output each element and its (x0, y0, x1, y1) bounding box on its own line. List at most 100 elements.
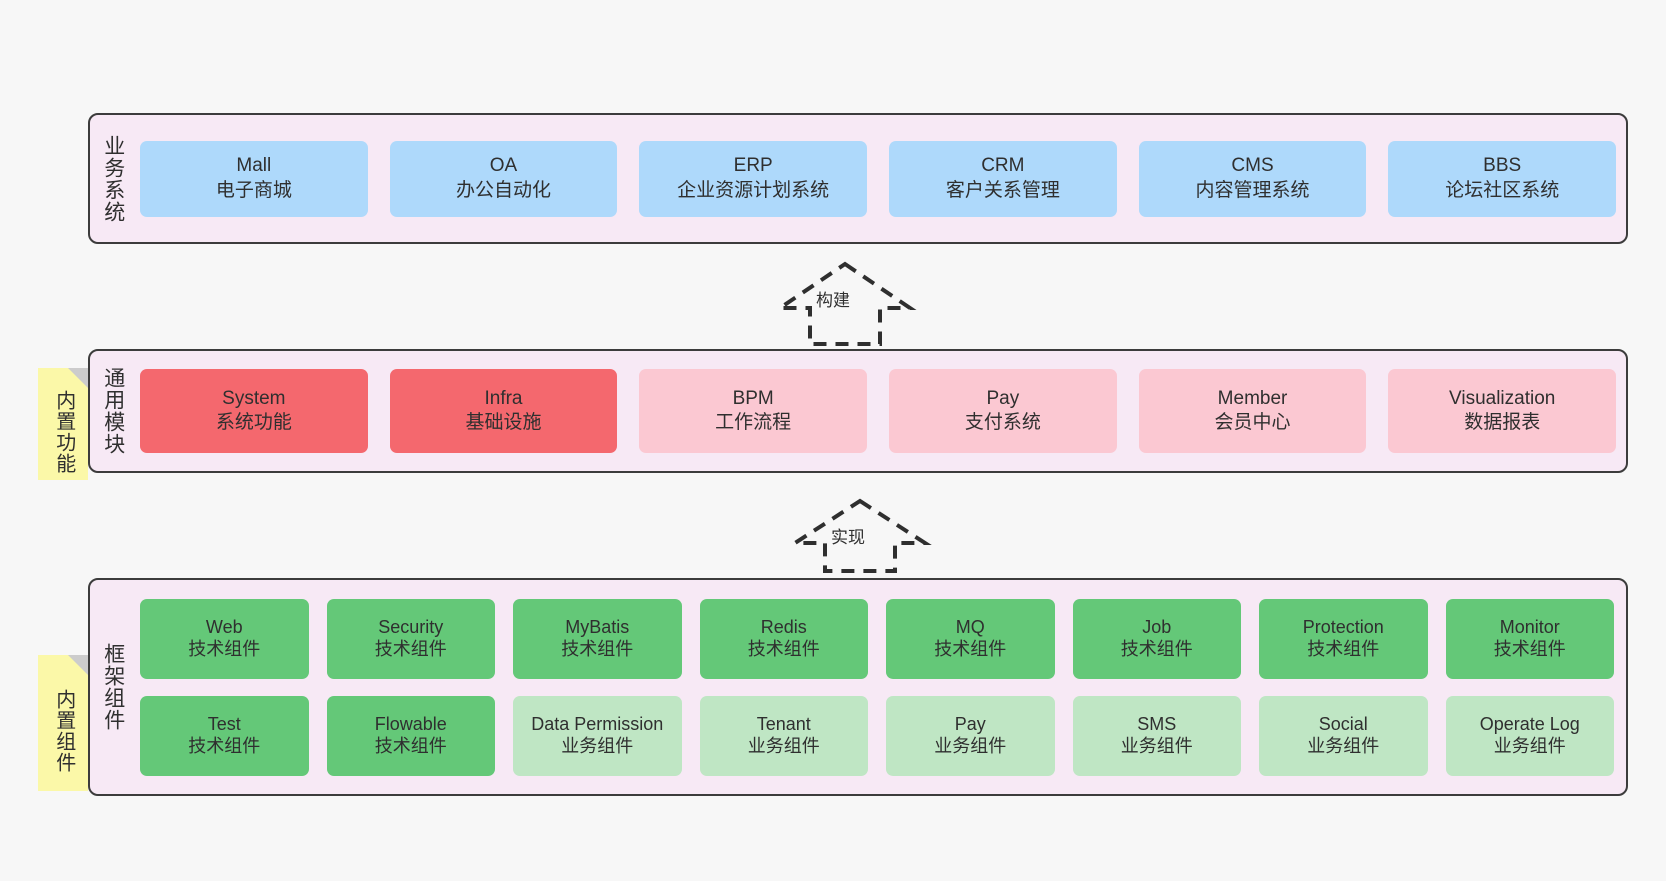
card-oa[interactable]: OA 办公自动化 (389, 140, 618, 217)
card-title-en: Test (207, 713, 241, 734)
card-operate-log[interactable]: Operate Log 业务组件 (1445, 695, 1614, 776)
card-crm[interactable]: CRM 客户关系管理 (889, 140, 1117, 217)
card-visualization[interactable]: Visualization 数据报表 (1388, 369, 1617, 453)
card-title-cn: 企业资源计划系统 (677, 179, 830, 201)
card-security[interactable]: Security 技术组件 (326, 598, 495, 679)
card-title-cn: 业务组件 (747, 735, 820, 756)
card-redis[interactable]: Redis 技术组件 (699, 598, 868, 679)
card-row: Web 技术组件 Security 技术组件 MyBatis 技术组件 Redi… (140, 598, 1614, 679)
connector-implement: 实现 (775, 495, 945, 575)
layer-title-business-systems: 业务系统 (101, 134, 125, 223)
card-title-cn: 业务组件 (1307, 735, 1380, 756)
card-protection[interactable]: Protection 技术组件 (1259, 598, 1428, 679)
card-title-en: System (222, 387, 286, 409)
layer-title-framework-components: 框架组件 (101, 643, 125, 731)
card-title-en: Tenant (756, 713, 811, 734)
card-cms[interactable]: CMS 内容管理系统 (1138, 140, 1367, 217)
card-title-cn: 办公自动化 (456, 179, 552, 201)
layer-framework-components: 框架组件 Web 技术组件 Security 技术组件 MyBatis 技术组件… (88, 578, 1628, 796)
card-social[interactable]: Social 业务组件 (1259, 695, 1428, 776)
card-sms[interactable]: SMS 业务组件 (1072, 695, 1241, 776)
card-title-en: OA (489, 155, 518, 177)
card-mall[interactable]: Mall 电子商城 (140, 140, 368, 217)
layer-body-common-modules: System 系统功能 Infra 基础设施 BPM 工作流程 Pay 支付系统… (136, 351, 1626, 471)
card-title-en: Protection (1302, 616, 1384, 637)
card-data-permission[interactable]: Data Permission 业务组件 (513, 695, 682, 776)
card-title-cn: 技术组件 (747, 638, 820, 659)
card-title-cn: 数据报表 (1464, 412, 1541, 433)
card-system[interactable]: System 系统功能 (140, 369, 368, 453)
card-title-en: BPM (732, 387, 774, 409)
card-title-en: Social (1318, 713, 1368, 734)
card-title-en: Data Permission (531, 713, 664, 734)
card-title-cn: 基础设施 (465, 412, 542, 433)
card-title-en: Monitor (1499, 616, 1560, 637)
card-tenant[interactable]: Tenant 业务组件 (699, 695, 868, 776)
folded-corner-icon (68, 368, 88, 388)
card-title-cn: 业务组件 (934, 735, 1007, 756)
card-title-en: MyBatis (565, 616, 630, 637)
layer-common-modules: 通用模块 System 系统功能 Infra 基础设施 BPM 工作流程 Pay… (88, 349, 1628, 473)
card-title-cn: 技术组件 (934, 638, 1007, 659)
card-member[interactable]: Member 会员中心 (1138, 369, 1367, 453)
card-title-cn: 论坛社区系统 (1445, 179, 1560, 201)
sticky-note-builtin-function: 内置功能 (38, 368, 88, 480)
card-title-en: BBS (1483, 155, 1522, 177)
sticky-note-text: 内置组件 (52, 689, 75, 773)
card-title-cn: 技术组件 (1493, 638, 1566, 659)
card-title-cn: 客户关系管理 (945, 179, 1060, 201)
card-title-en: Operate Log (1479, 713, 1580, 734)
card-job[interactable]: Job 技术组件 (1072, 598, 1241, 679)
sticky-note-builtin-component: 内置组件 (38, 655, 88, 791)
card-title-en: Security (378, 616, 444, 637)
card-title-en: Flowable (374, 713, 447, 734)
card-test[interactable]: Test 技术组件 (140, 695, 309, 776)
card-pay-module[interactable]: Pay 支付系统 (889, 369, 1117, 453)
card-monitor[interactable]: Monitor 技术组件 (1445, 598, 1614, 679)
card-title-en: Member (1217, 387, 1288, 409)
layer-business-systems: 业务系统 Mall 电子商城 OA 办公自动化 ERP 企业资源计划系统 CRM… (88, 113, 1628, 244)
card-title-en: CRM (981, 155, 1025, 177)
card-title-cn: 技术组件 (561, 638, 634, 659)
card-title-cn: 支付系统 (964, 412, 1041, 433)
card-title-en: Job (1142, 616, 1172, 637)
card-title-en: Infra (484, 387, 523, 409)
card-row: Test 技术组件 Flowable 技术组件 Data Permission … (140, 695, 1614, 776)
card-web[interactable]: Web 技术组件 (140, 598, 309, 679)
card-title-cn: 技术组件 (374, 638, 447, 659)
card-title-cn: 工作流程 (715, 412, 792, 433)
card-title-cn: 电子商城 (215, 179, 292, 201)
layer-body-business-systems: Mall 电子商城 OA 办公自动化 ERP 企业资源计划系统 CRM 客户关系… (136, 115, 1626, 242)
card-title-cn: 业务组件 (1120, 735, 1193, 756)
folded-corner-icon (68, 655, 88, 675)
card-pay-component[interactable]: Pay 业务组件 (886, 695, 1055, 776)
card-row: System 系统功能 Infra 基础设施 BPM 工作流程 Pay 支付系统… (140, 369, 1617, 453)
layer-body-framework-components: Web 技术组件 Security 技术组件 MyBatis 技术组件 Redi… (136, 580, 1626, 794)
card-title-cn: 技术组件 (1120, 638, 1193, 659)
card-title-en: Mall (236, 155, 272, 177)
card-title-cn: 技术组件 (188, 638, 261, 659)
connector-label-implement: 实现 (831, 528, 865, 547)
card-title-en: CMS (1231, 155, 1274, 177)
card-title-cn: 技术组件 (1307, 638, 1380, 659)
card-infra[interactable]: Infra 基础设施 (389, 369, 618, 453)
card-title-en: Pay (986, 387, 1020, 409)
card-title-en: Redis (760, 616, 807, 637)
card-erp[interactable]: ERP 企业资源计划系统 (639, 140, 868, 217)
card-bbs[interactable]: BBS 论坛社区系统 (1388, 140, 1617, 217)
card-title-en: ERP (733, 155, 773, 177)
card-title-en: SMS (1137, 713, 1177, 734)
card-title-cn: 业务组件 (1493, 735, 1566, 756)
card-mq[interactable]: MQ 技术组件 (886, 598, 1055, 679)
card-title-cn: 技术组件 (188, 735, 261, 756)
sticky-note-text: 内置功能 (52, 390, 75, 474)
card-title-en: Web (205, 616, 243, 637)
card-bpm[interactable]: BPM 工作流程 (639, 369, 868, 453)
card-row: Mall 电子商城 OA 办公自动化 ERP 企业资源计划系统 CRM 客户关系… (140, 140, 1617, 217)
generalization-arrow-icon (773, 261, 917, 346)
card-mybatis[interactable]: MyBatis 技术组件 (513, 598, 682, 679)
card-flowable[interactable]: Flowable 技术组件 (326, 695, 495, 776)
card-title-cn: 内容管理系统 (1195, 179, 1310, 201)
card-title-cn: 系统功能 (215, 412, 292, 433)
